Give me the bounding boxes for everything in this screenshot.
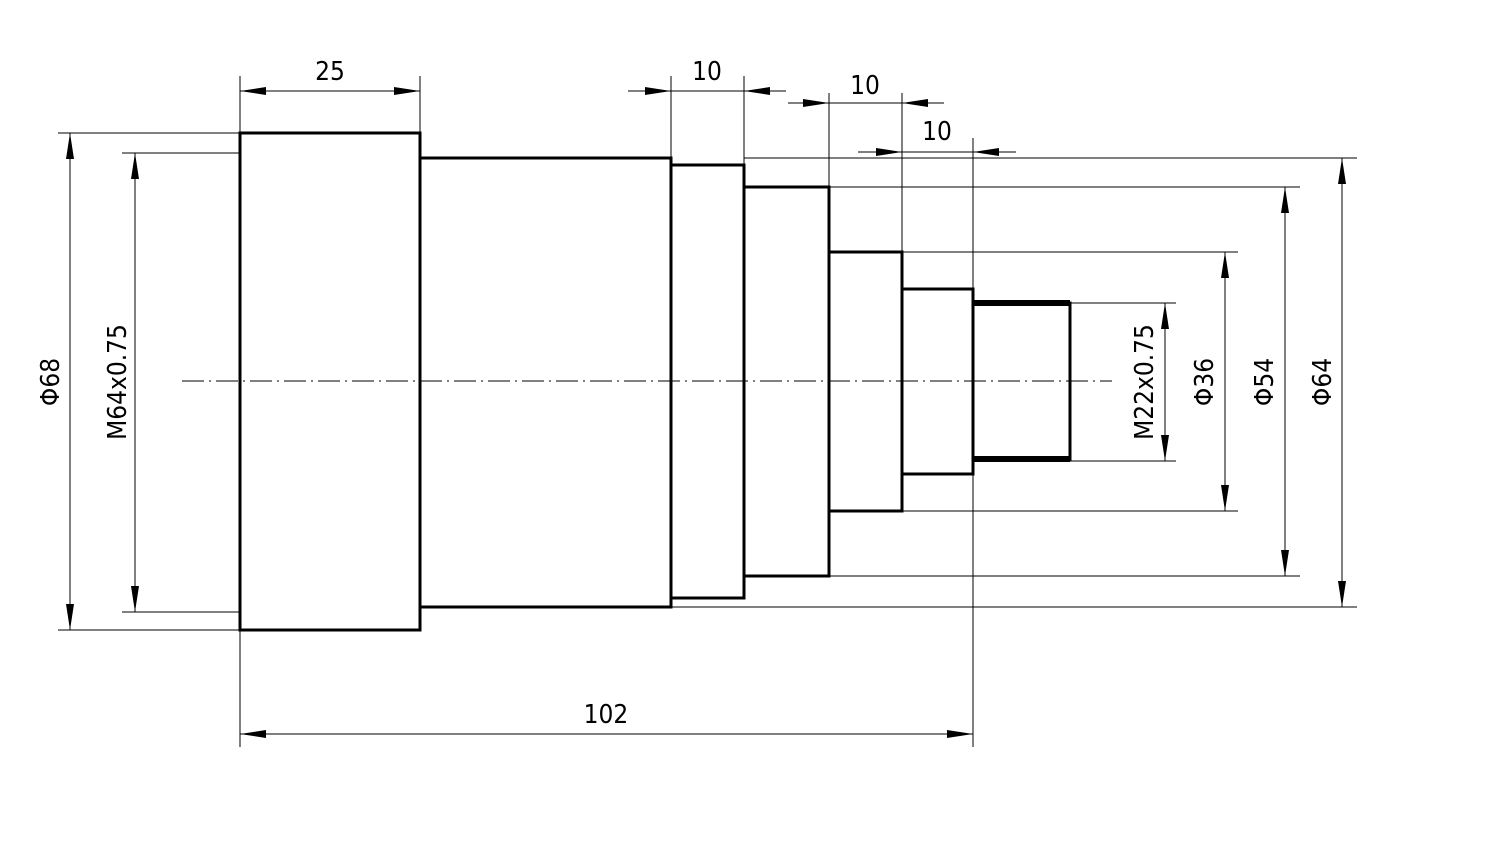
label-m64: M64x0.75 bbox=[103, 324, 133, 440]
label-25: 25 bbox=[315, 57, 345, 87]
label-phi54: Φ54 bbox=[1250, 358, 1280, 406]
label-phi64: Φ64 bbox=[1308, 358, 1338, 406]
label-10-c: 10 bbox=[922, 117, 952, 147]
label-10-b: 10 bbox=[850, 71, 880, 101]
label-m22: M22x0.75 bbox=[1130, 324, 1160, 440]
label-phi36: Φ36 bbox=[1190, 358, 1220, 406]
dimension-lines bbox=[69, 90, 1343, 735]
section-7 bbox=[971, 301, 1072, 461]
section-2 bbox=[418, 156, 673, 609]
section-4 bbox=[742, 185, 831, 578]
label-10-a: 10 bbox=[692, 57, 722, 87]
label-102: 102 bbox=[584, 700, 629, 730]
extension-lines bbox=[58, 76, 1357, 747]
label-phi68: Φ68 bbox=[36, 358, 66, 406]
shaft-outline bbox=[238, 131, 1072, 632]
dimension-labels: 25 10 10 10 102 Φ68 M64x0.75 M22x0.75 Φ3… bbox=[36, 57, 1338, 730]
arrowheads bbox=[66, 87, 1346, 738]
